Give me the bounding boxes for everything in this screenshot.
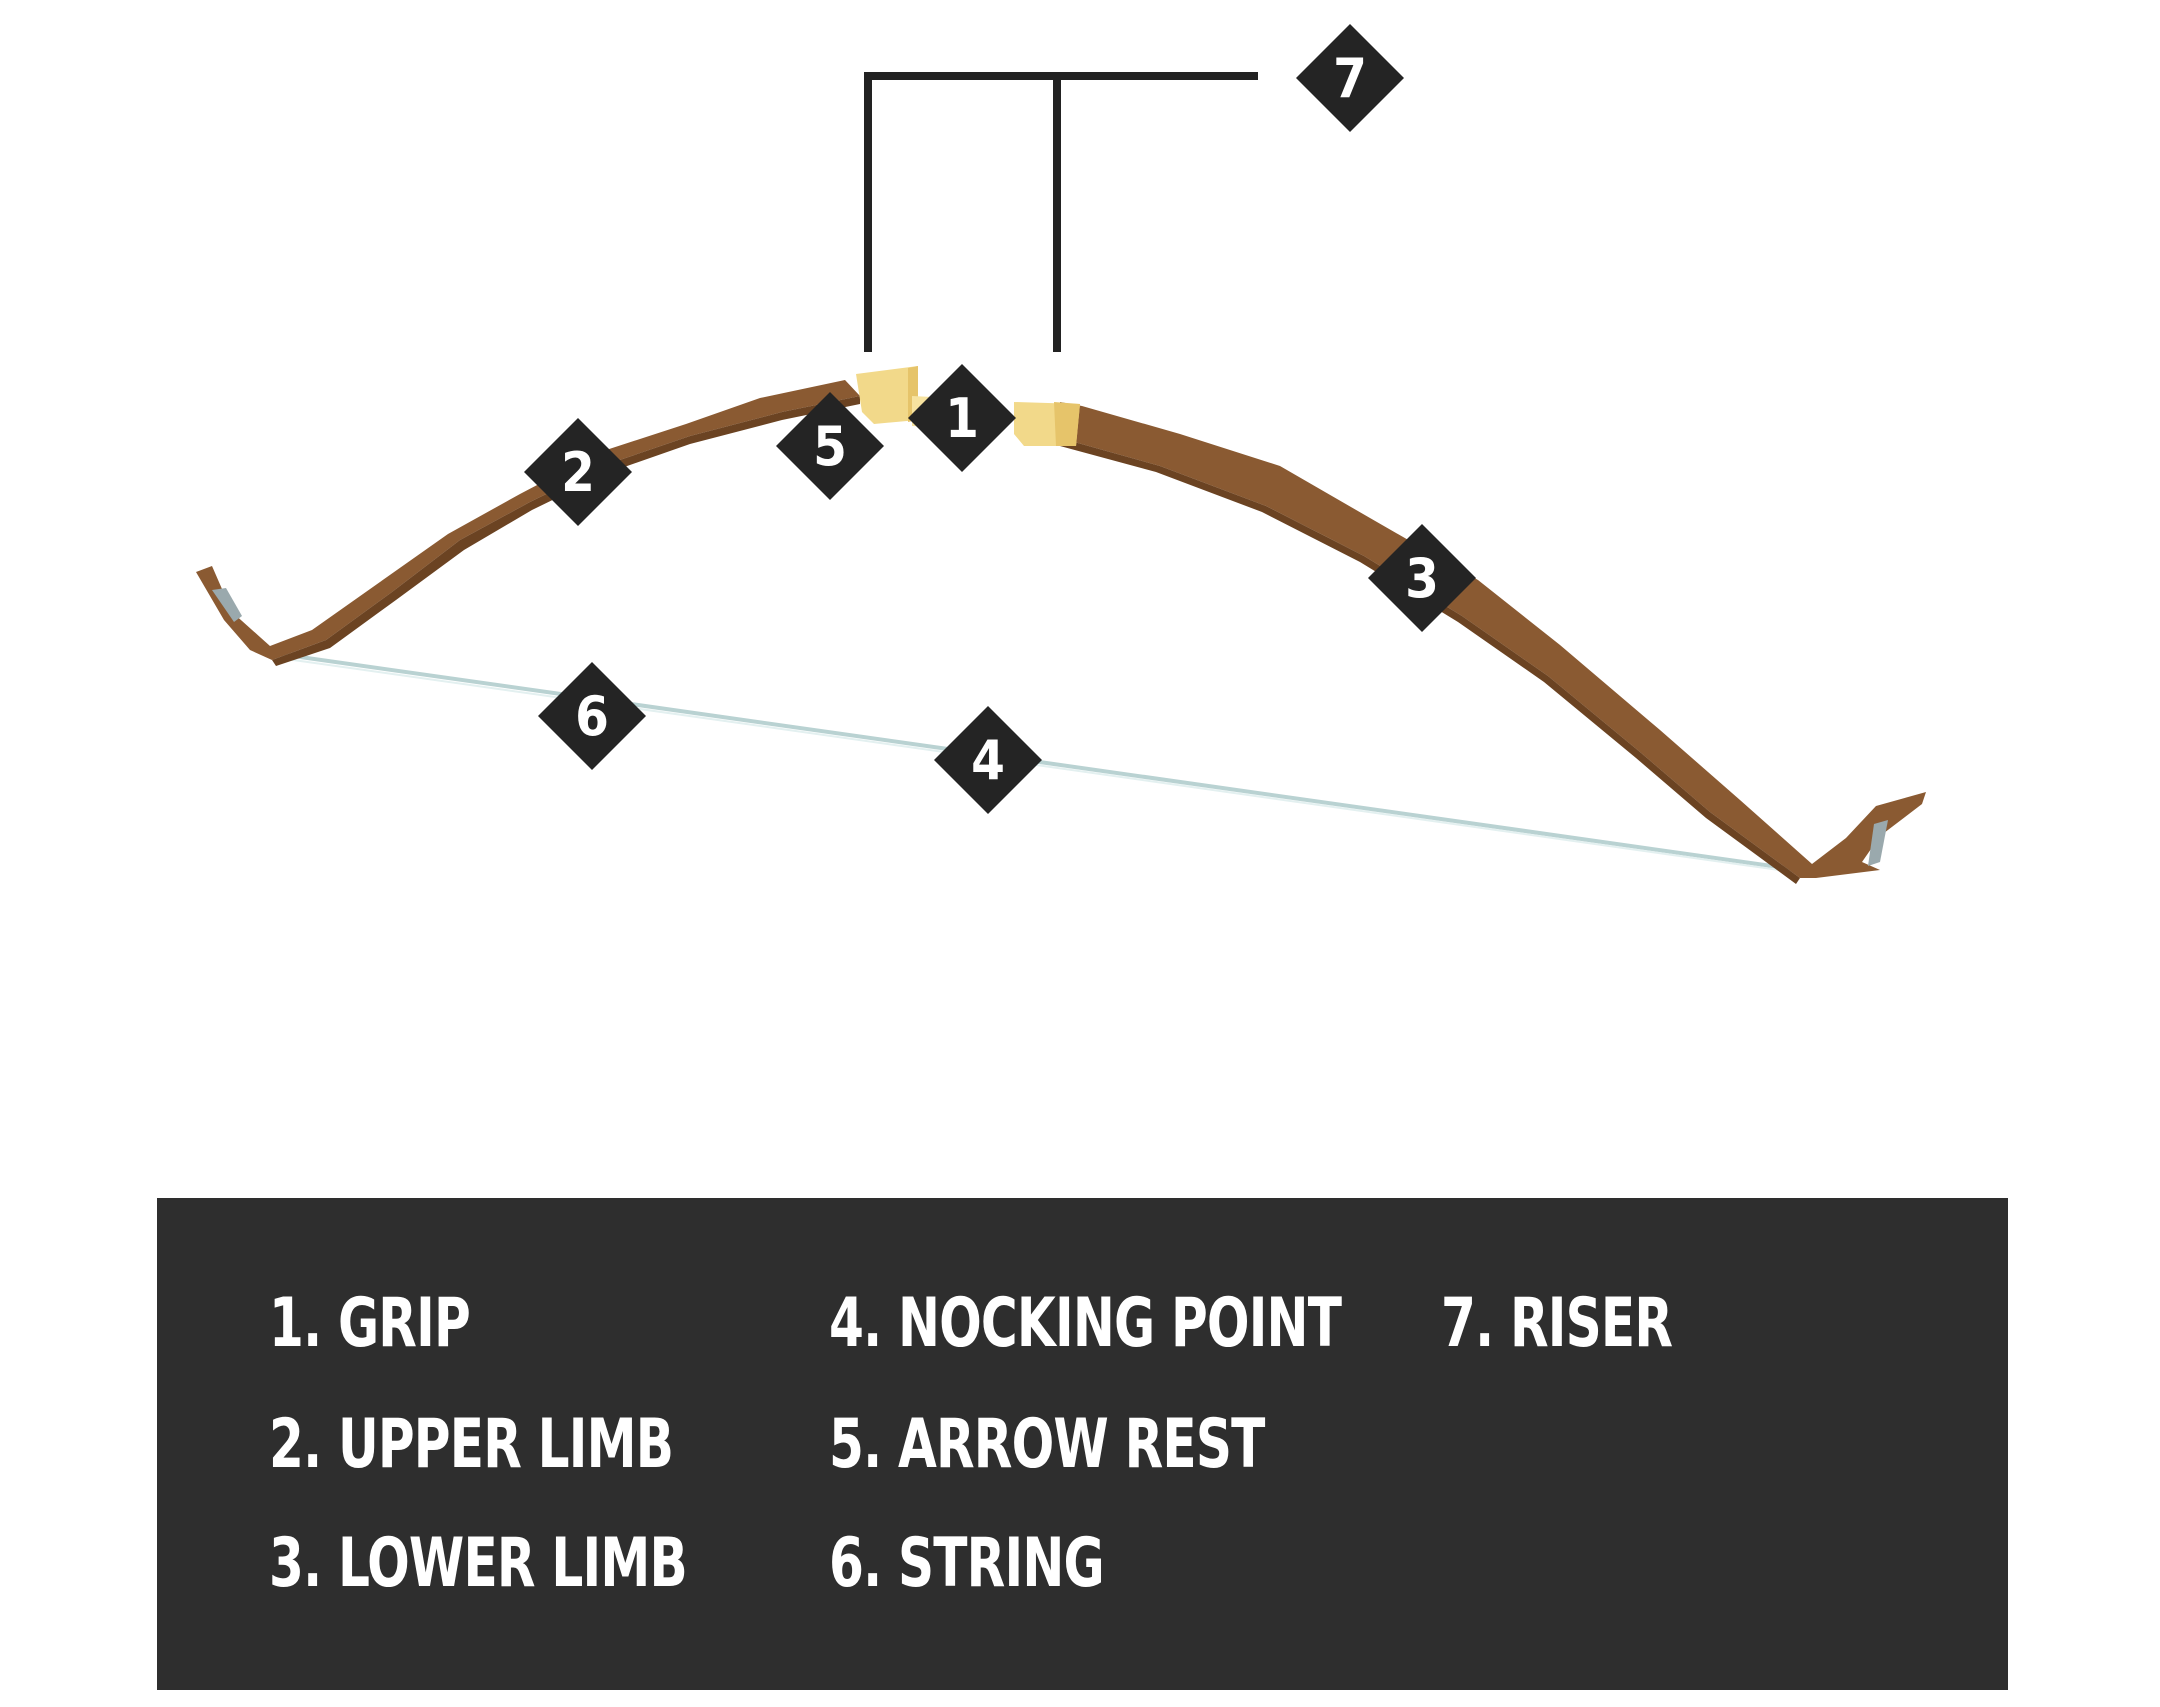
- marker-6-label: 6: [575, 685, 609, 748]
- marker-4-label: 4: [971, 729, 1005, 792]
- legend-item-grip: 1. GRIP: [269, 1284, 471, 1363]
- marker-3: 3: [1368, 524, 1476, 632]
- marker-1: 1: [908, 364, 1016, 472]
- riser-bracket: [864, 72, 1258, 352]
- legend-item-nocking-point: 4. NOCKING POINT: [829, 1284, 1342, 1363]
- marker-2: 2: [524, 418, 632, 526]
- lower-limb: [1060, 402, 1926, 884]
- marker-3-label: 3: [1405, 547, 1439, 610]
- legend-item-lower-limb: 3. LOWER LIMB: [269, 1524, 688, 1603]
- marker-4: 4: [934, 706, 1042, 814]
- legend-item-upper-limb: 2. UPPER LIMB: [269, 1405, 674, 1484]
- marker-5: 5: [776, 392, 884, 500]
- marker-2-label: 2: [561, 441, 595, 504]
- marker-7-label: 7: [1333, 47, 1367, 110]
- marker-6: 6: [538, 662, 646, 770]
- marker-7: 7: [1296, 24, 1404, 132]
- marker-5-label: 5: [813, 415, 847, 478]
- legend-item-string: 6. STRING: [829, 1524, 1105, 1603]
- legend-item-arrow-rest: 5. ARROW REST: [829, 1405, 1265, 1484]
- marker-1-label: 1: [945, 387, 979, 450]
- upper-limb: [196, 380, 860, 666]
- legend-panel: 1. GRIP 2. UPPER LIMB 3. LOWER LIMB 4. N…: [157, 1198, 2008, 1690]
- legend-item-riser: 7. RISER: [1441, 1284, 1673, 1363]
